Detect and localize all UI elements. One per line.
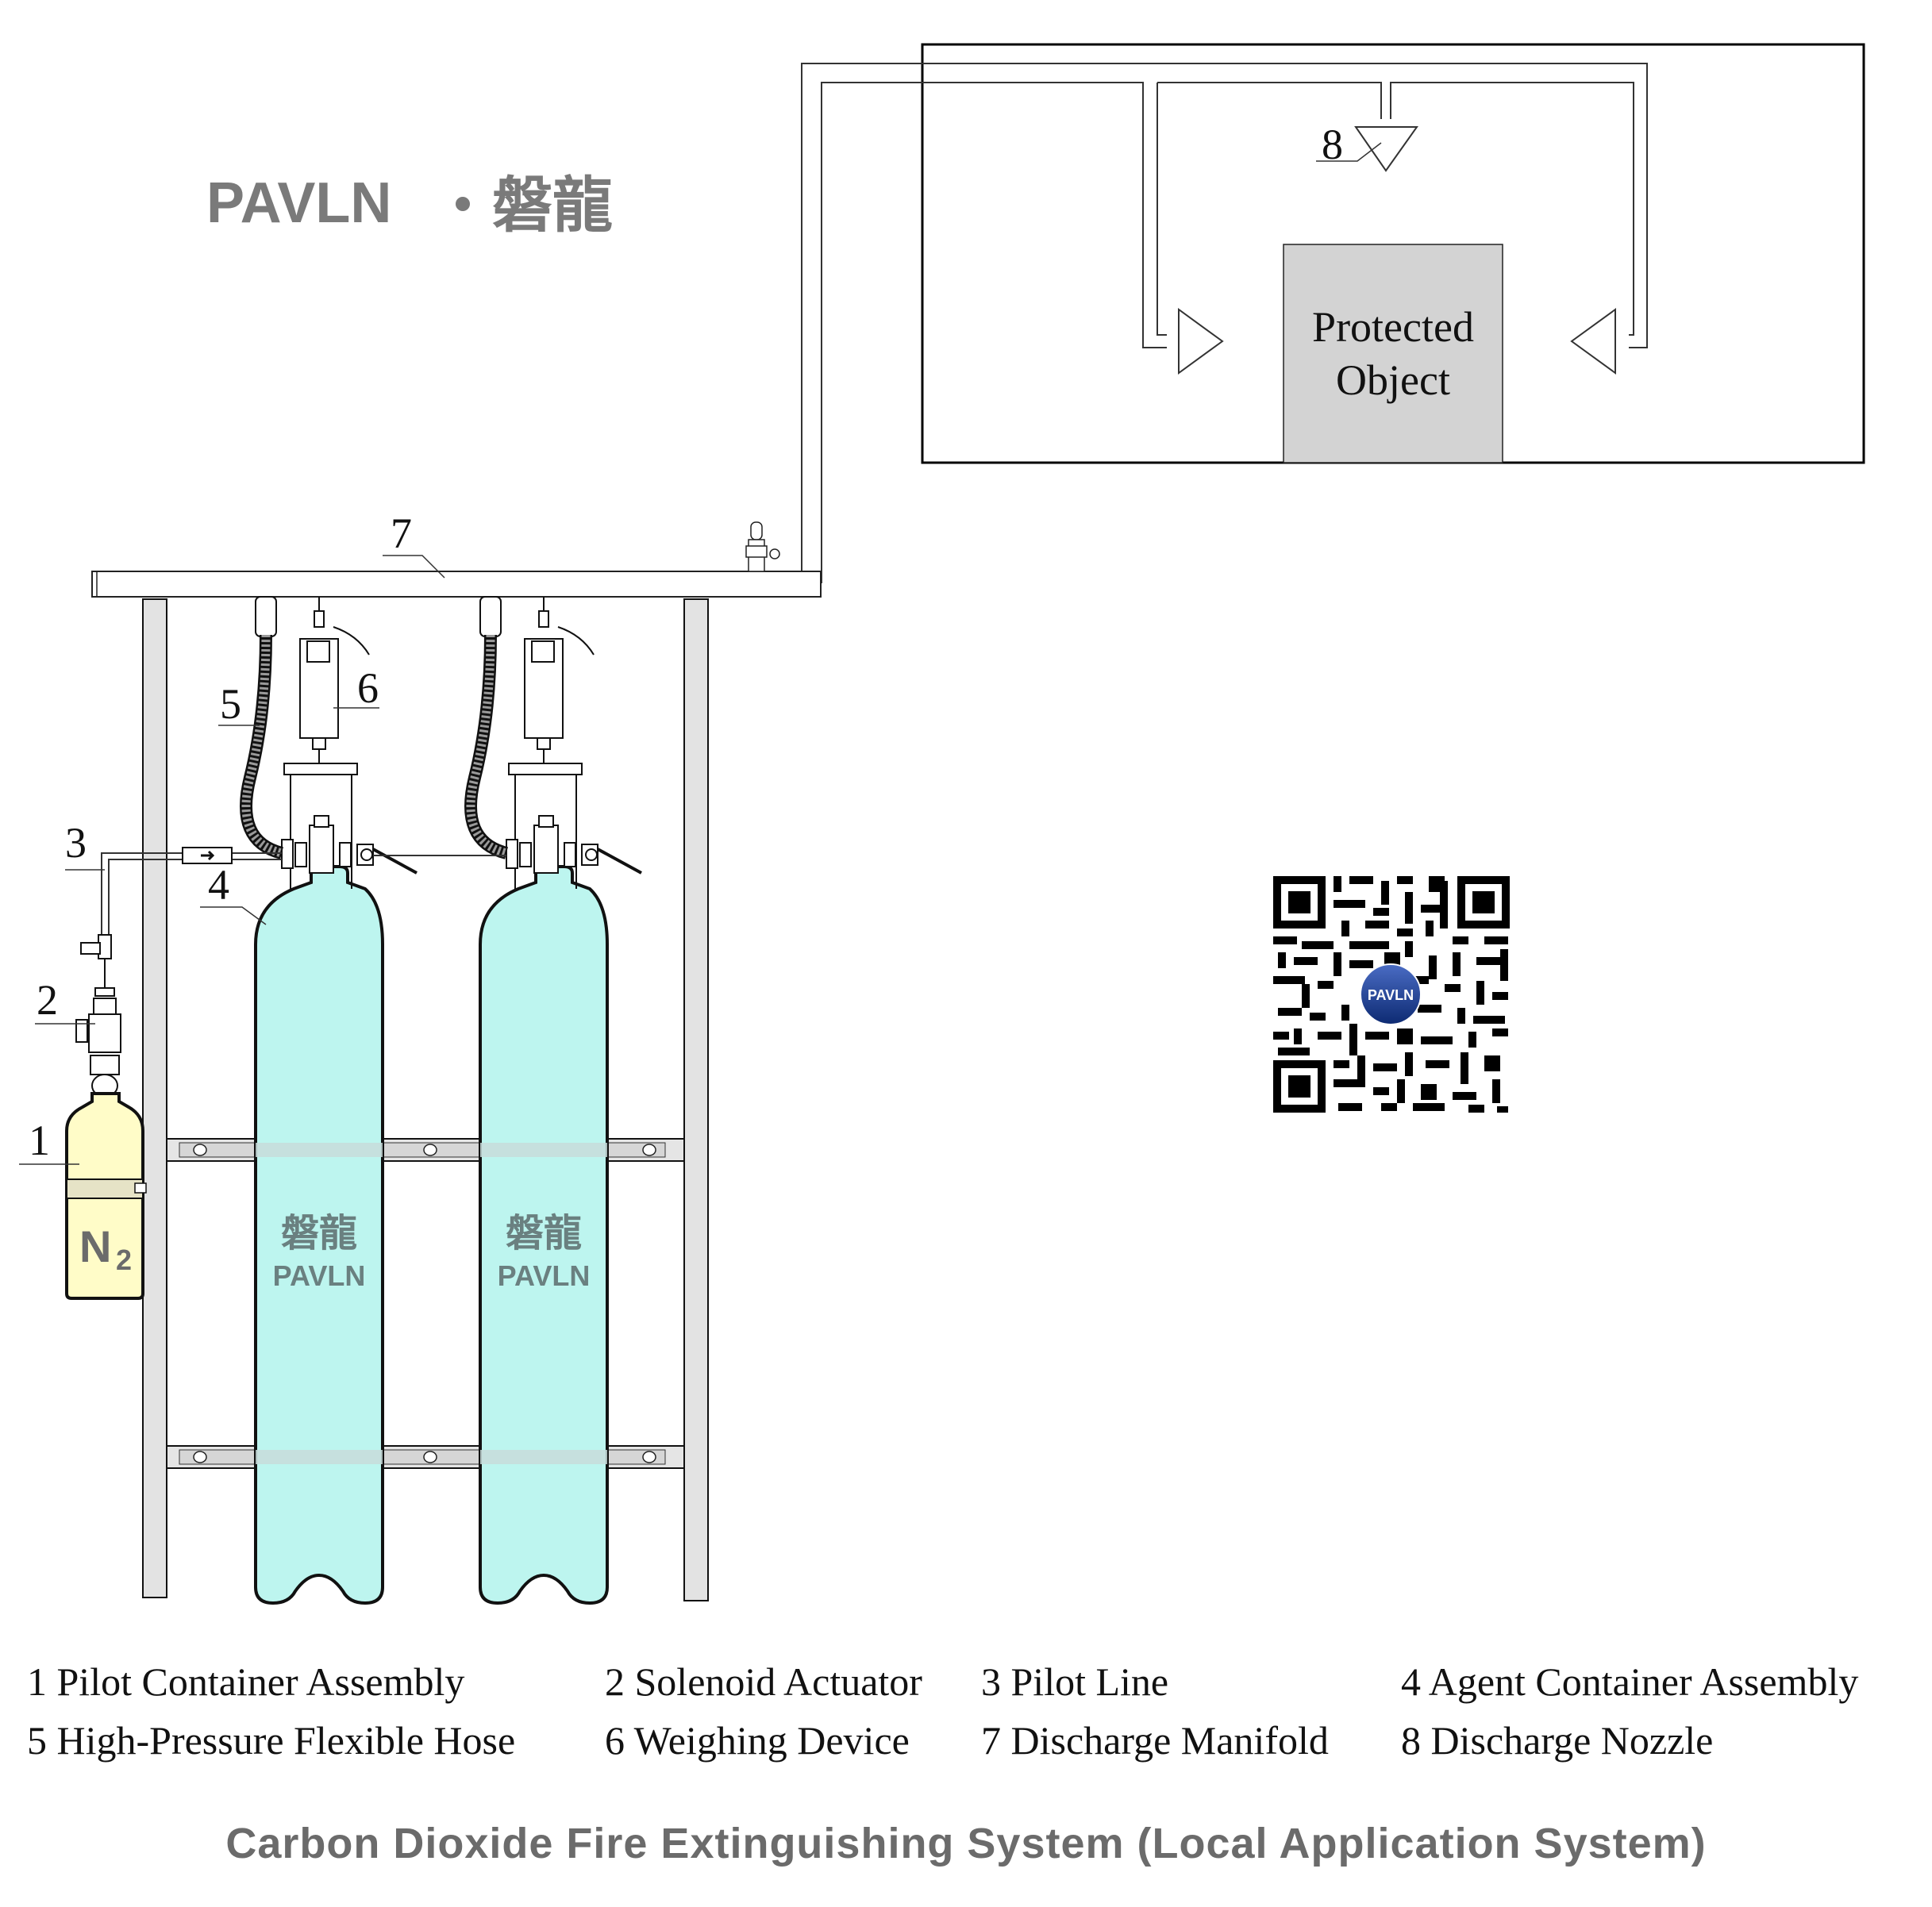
callout-4: 4 — [208, 861, 229, 909]
protected-object-label-2: Object — [1336, 356, 1450, 404]
callouts — [19, 142, 1382, 1165]
diagram-caption: Carbon Dioxide Fire Extinguishing System… — [225, 1820, 1707, 1867]
brand-separator-dot — [456, 197, 470, 211]
callout-8: 8 — [1322, 121, 1343, 168]
brand-logo: PAVLN 磐龍 — [206, 171, 613, 240]
legend-item-2: 2 Solenoid Actuator — [605, 1659, 922, 1704]
callout-7: 7 — [391, 509, 412, 557]
legend-item-7: 7 Discharge Manifold — [981, 1718, 1329, 1763]
agent-cylinder-2-brand-latin: PAVLN — [498, 1259, 591, 1292]
agent-cylinder-2-brand-chinese: 磐龍 — [506, 1213, 582, 1255]
cylinder-rack — [142, 598, 709, 1601]
callout-1: 1 — [29, 1117, 50, 1164]
legend-item-5: 5 High-Pressure Flexible Hose — [27, 1718, 516, 1763]
legend-row-2: 5 High-Pressure Flexible Hose 6 Weighing… — [0, 1717, 1932, 1765]
valve-assembly-1 — [281, 597, 418, 889]
rack-post-left — [142, 598, 167, 1598]
legend-row-1: 1 Pilot Container Assembly 2 Solenoid Ac… — [0, 1659, 1932, 1706]
callout-3: 3 — [65, 819, 87, 867]
flexible-hose-1 — [240, 596, 284, 859]
pilot-cylinder: N 2 — [65, 1092, 147, 1300]
callout-6: 6 — [357, 664, 379, 712]
legend-item-6: 6 Weighing Device — [605, 1718, 910, 1763]
rack-post-right — [683, 598, 709, 1601]
protected-object — [1283, 244, 1503, 463]
discharge-piping — [801, 63, 1648, 583]
callout-labels: 1 2 3 4 5 6 7 8 — [29, 121, 1343, 1164]
protected-object-label-1: Protected — [1312, 303, 1474, 351]
qr-code: PAVLN — [1268, 871, 1511, 1114]
qr-center-logo-text: PAVLN — [1368, 987, 1414, 1003]
agent-cylinder-2: 磐龍 PAVLN — [479, 865, 609, 1605]
qr-center-logo — [1360, 963, 1422, 1025]
callout-2: 2 — [37, 976, 58, 1024]
agent-cylinder-1-brand-latin: PAVLN — [273, 1259, 366, 1292]
discharge-nozzle-left — [1178, 308, 1224, 375]
valve-assembly-2 — [506, 597, 642, 889]
agent-cylinder-1: 磐龍 PAVLN — [254, 865, 384, 1605]
discharge-manifold — [91, 521, 822, 598]
flexible-hose-2 — [464, 596, 509, 859]
legend-item-4: 4 Agent Container Assembly — [1401, 1659, 1859, 1704]
callout-5: 5 — [220, 680, 241, 728]
discharge-nozzle-top — [1354, 126, 1418, 172]
discharge-nozzle-right — [1570, 308, 1616, 375]
solenoid-actuator — [75, 934, 121, 1098]
legend-item-8: 8 Discharge Nozzle — [1401, 1718, 1714, 1763]
agent-cylinder-1-brand-chinese: 磐龍 — [281, 1213, 357, 1255]
legend-item-3: 3 Pilot Line — [981, 1659, 1169, 1704]
protected-area: Protected Object — [921, 43, 1865, 464]
pilot-gas-label: N — [79, 1221, 111, 1271]
pilot-line — [101, 847, 506, 936]
brand-latin: PAVLN — [206, 171, 391, 235]
pilot-gas-subscript: 2 — [116, 1244, 132, 1276]
legend-item-1: 1 Pilot Container Assembly — [27, 1659, 465, 1704]
brand-chinese: 磐龍 — [492, 172, 613, 240]
